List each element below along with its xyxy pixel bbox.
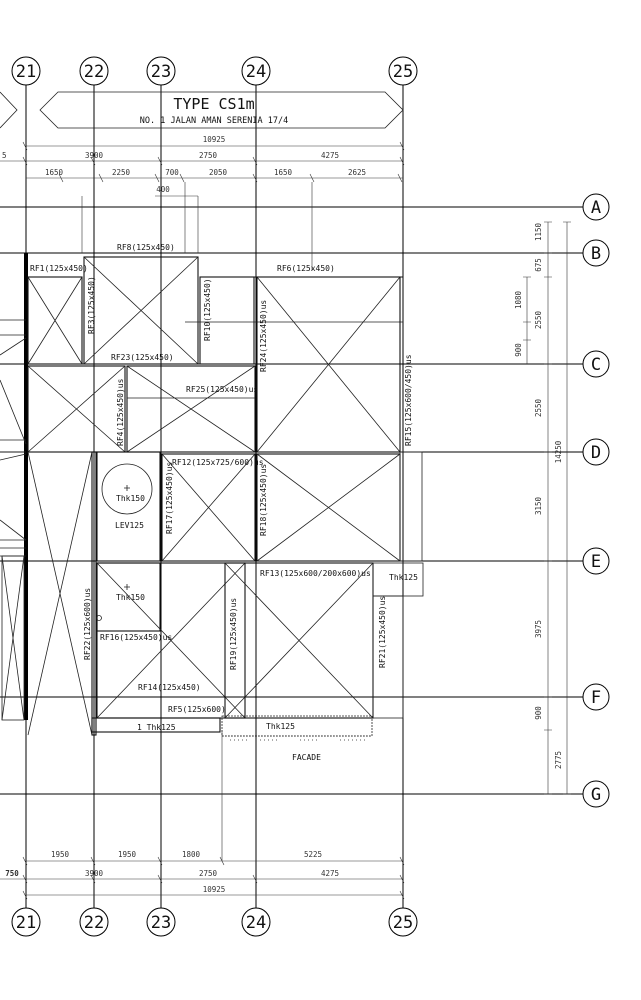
grid-label-23-top: 23 <box>151 62 171 82</box>
dim-top-seg-3: 4275 <box>321 151 339 160</box>
dim-bottom-row2-3: 4275 <box>321 869 339 878</box>
structural-plan <box>0 253 424 741</box>
dim-bottom-row2-2: 2750 <box>199 869 218 878</box>
dim-right-5: 900 <box>514 343 523 357</box>
grid-label-G: G <box>591 785 601 805</box>
beam-label-rf10: RF10(125x450) <box>203 278 212 341</box>
dim-top-sub-4: 2050 <box>209 168 228 177</box>
grid-label-E: E <box>591 552 601 572</box>
grid-label-21-bottom: 21 <box>16 913 36 933</box>
slab-label-thk150-a: Thk150 <box>116 494 145 503</box>
grid-label-B: B <box>591 244 601 264</box>
dim-right-overall: 14250 <box>554 440 563 463</box>
dim-bottom-row1-4: 5225 <box>304 850 322 859</box>
grid-label-A: A <box>591 198 601 218</box>
grid-label-F: F <box>591 688 601 708</box>
dim-right-6: 2550 <box>534 398 543 417</box>
slab-label-thk150-b: Thk150 <box>116 593 145 602</box>
grid-column-bubbles-bottom: 21 22 23 24 25 <box>11 907 418 937</box>
grid-label-24-top: 24 <box>246 62 266 82</box>
beam-label-rf22: RF22(125x600)us <box>83 588 92 660</box>
slab-label-thk125-right: Thk125 <box>389 573 418 582</box>
right-dimensions: 1150 675 1080 2550 900 2550 3150 3975 90… <box>514 221 571 795</box>
dim-overall-top: 10925 <box>203 135 226 144</box>
slab-labels: Thk150 LEV125 Thk150 Thk125 1 Thk125 Thk… <box>115 494 418 762</box>
title-banner-frame <box>39 91 404 129</box>
beam-label-rf24: RF24(125x450)us <box>259 300 268 372</box>
grid-label-25-bottom: 25 <box>393 913 413 933</box>
dim-top-small: 400 <box>156 185 170 194</box>
dim-right-9: 900 <box>534 706 543 720</box>
beam-label-rf18: RF18(125x450)us <box>259 464 268 536</box>
dim-right-2: 675 <box>534 258 543 272</box>
beam-label-rf5: RF5(125x600) <box>168 705 226 714</box>
dim-bottom-overall: 10925 <box>203 885 226 894</box>
dim-top-sub-1: 1650 <box>45 168 64 177</box>
grid-label-22-top: 22 <box>84 62 104 82</box>
dim-bottom-row2-1: 3900 <box>85 869 104 878</box>
dim-top-seg-2: 2750 <box>199 151 218 160</box>
dim-left-cut: 5 <box>2 151 7 160</box>
grid-label-24-bottom: 24 <box>246 913 266 933</box>
dim-right-7: 3150 <box>534 496 543 515</box>
beam-label-rf4: RF4(125x450)us <box>116 378 125 446</box>
beam-label-rf17: RF17(125x450)us <box>165 462 174 534</box>
beam-label-rf13: RF13(125x600/200x600)us <box>260 569 371 578</box>
grid-label-D: D <box>591 443 601 463</box>
slab-label-thk125-bottom: 1 Thk125 <box>137 723 176 732</box>
facade-label: FACADE <box>292 753 321 762</box>
beam-label-rf12: RF12(125x725/600)us <box>172 458 264 467</box>
grid-label-C: C <box>591 355 601 375</box>
grid-label-23-bottom: 23 <box>151 913 171 933</box>
dim-right-10: 2775 <box>554 751 563 769</box>
grid-label-25-top: 25 <box>393 62 413 82</box>
dim-top-sub-3: 700 <box>165 168 179 177</box>
grid-column-bubbles-top: 21 22 23 24 25 <box>11 56 418 86</box>
beam-label-rf6: RF6(125x450) <box>277 264 335 273</box>
beam-label-rf8: RF8(125x450) <box>117 243 175 252</box>
beam-label-rf14: RF14(125x450) <box>138 683 201 692</box>
dim-bottom-left: 750 <box>5 869 19 878</box>
beam-label-rf1: RF1(125x450) <box>30 264 88 273</box>
title-main: TYPE CS1m <box>173 95 254 113</box>
dim-bottom-row1-3: 1800 <box>182 850 201 859</box>
dim-right-3: 1080 <box>514 290 523 309</box>
slab-label-thk125-facade: Thk125 <box>266 722 295 731</box>
beam-label-rf16: RF16(125x450)us <box>100 633 172 642</box>
dim-right-4: 2550 <box>534 310 543 329</box>
grid-row-bubbles: A B C D E F G <box>582 193 610 808</box>
title-sub: NO. 1 JALAN AMAN SERENIA 17/4 <box>140 116 288 126</box>
bottom-dimensions: 1950 1950 1800 5225 3900 2750 4275 10925… <box>0 730 405 900</box>
title-banner: TYPE CS1m NO. 1 JALAN AMAN SERENIA 17/4 <box>0 91 404 129</box>
grid-label-22-bottom: 22 <box>84 913 104 933</box>
dim-top-sub-5: 1650 <box>274 168 293 177</box>
beam-label-rf25: RF25(125x450)us <box>186 385 258 394</box>
dim-top-sub-6: 2625 <box>348 168 366 177</box>
dim-right-1: 1150 <box>534 222 543 241</box>
title-banner-left-cut <box>0 91 18 129</box>
beam-labels: RF8(125x450) RF1(125x450) RF6(125x450) R… <box>30 243 413 714</box>
grid-label-21-top: 21 <box>16 62 36 82</box>
beam-label-rf15: RF15(125x600/450)us <box>404 354 413 446</box>
slab-label-lev125: LEV125 <box>115 521 144 530</box>
dim-bottom-row1-2: 1950 <box>118 850 137 859</box>
beam-label-rf3: RF3(125x450) <box>87 276 96 334</box>
beam-label-rf21: RF21(125x450)us <box>378 596 387 668</box>
lift-circle <box>101 463 153 515</box>
dim-top-sub-2: 2250 <box>112 168 131 177</box>
dim-top-seg-1: 3900 <box>85 151 104 160</box>
dim-bottom-row1-1: 1950 <box>51 850 70 859</box>
top-dimensions: 10925 5 3900 2750 4275 1650 2250 700 205… <box>0 135 405 270</box>
grid-lines <box>0 85 583 908</box>
beam-label-rf23: RF23(125x450) <box>111 353 174 362</box>
dim-right-8: 3975 <box>534 620 543 638</box>
beam-label-rf19: RF19(125x450)us <box>229 598 238 670</box>
